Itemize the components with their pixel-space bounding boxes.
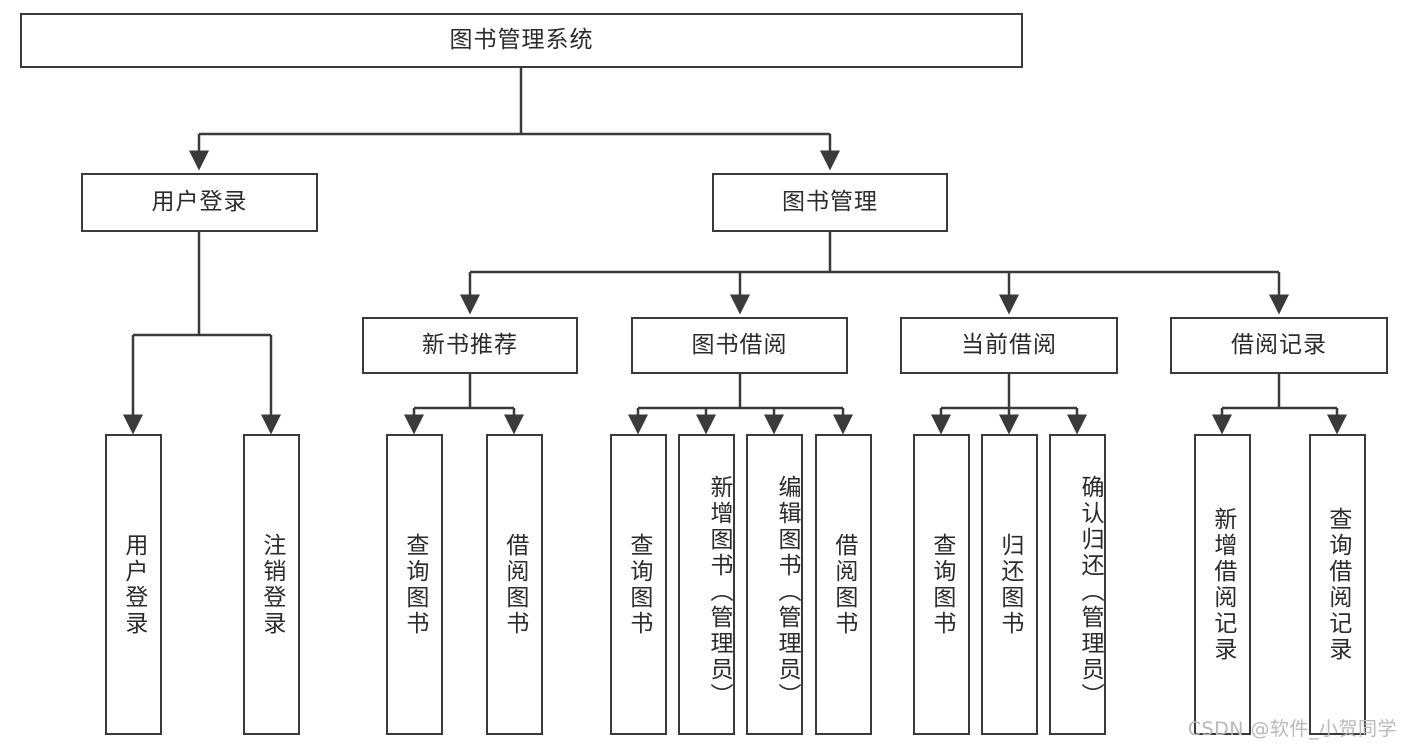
node-root-label: 图书管理系统 (449, 26, 594, 53)
node-book-borrow-label: 图书借阅 (691, 331, 788, 358)
node-new-book-recommend[interactable]: 新书推荐 (362, 317, 578, 374)
node-leaf-user-login[interactable]: 用户登录 (105, 434, 162, 735)
node-leaf-br-add-record-label: 新增借阅记录 (1209, 506, 1236, 663)
node-leaf-br-query-record-label: 查询借阅记录 (1324, 506, 1351, 663)
node-leaf-bb-borrow-book-label: 借阅图书 (830, 532, 857, 637)
node-current-borrow-label: 当前借阅 (961, 331, 1057, 358)
node-leaf-logout-label: 注销登录 (258, 532, 285, 637)
node-leaf-bb-query-book-label: 查询图书 (625, 532, 652, 637)
node-leaf-br-add-record[interactable]: 新增借阅记录 (1194, 434, 1251, 735)
node-leaf-cb-query-book[interactable]: 查询图书 (913, 434, 970, 735)
node-leaf-rec-query-book[interactable]: 查询图书 (386, 434, 443, 735)
node-leaf-bb-query-book[interactable]: 查询图书 (610, 434, 667, 735)
node-leaf-cb-return-book-label: 归还图书 (996, 532, 1023, 637)
node-leaf-br-query-record[interactable]: 查询借阅记录 (1309, 434, 1366, 735)
node-borrow-record[interactable]: 借阅记录 (1170, 317, 1388, 374)
node-book-borrow[interactable]: 图书借阅 (631, 317, 848, 374)
node-new-book-recommend-label: 新书推荐 (422, 331, 518, 358)
node-book-manage[interactable]: 图书管理 (712, 173, 948, 232)
node-root[interactable]: 图书管理系统 (20, 13, 1023, 68)
node-leaf-logout[interactable]: 注销登录 (243, 434, 300, 735)
node-leaf-cb-return-book[interactable]: 归还图书 (981, 434, 1038, 735)
node-leaf-bb-edit-book-label: 编辑图书（管理员） (774, 474, 800, 709)
node-user-login[interactable]: 用户登录 (81, 173, 318, 232)
node-current-borrow[interactable]: 当前借阅 (900, 317, 1118, 374)
node-user-login-label: 用户登录 (151, 188, 248, 215)
node-leaf-bb-add-book-label: 新增图书（管理员） (706, 474, 732, 709)
node-leaf-bb-edit-book[interactable]: 编辑图书（管理员） (746, 434, 803, 735)
node-borrow-record-label: 借阅记录 (1231, 331, 1327, 358)
node-leaf-cb-query-book-label: 查询图书 (928, 532, 955, 637)
node-leaf-bb-borrow-book[interactable]: 借阅图书 (815, 434, 872, 735)
node-leaf-rec-borrow-book-label: 借阅图书 (501, 532, 528, 637)
csdn-watermark: CSDN @软件_小贺同学 (1187, 718, 1397, 740)
node-leaf-user-login-label: 用户登录 (120, 532, 147, 637)
node-leaf-rec-borrow-book[interactable]: 借阅图书 (486, 434, 543, 735)
node-leaf-cb-confirm-return-label: 确认归还（管理员） (1077, 474, 1103, 709)
node-leaf-rec-query-book-label: 查询图书 (401, 532, 428, 637)
node-leaf-cb-confirm-return[interactable]: 确认归还（管理员） (1049, 434, 1106, 735)
node-book-manage-label: 图书管理 (782, 188, 878, 215)
node-leaf-bb-add-book[interactable]: 新增图书（管理员） (678, 434, 735, 735)
